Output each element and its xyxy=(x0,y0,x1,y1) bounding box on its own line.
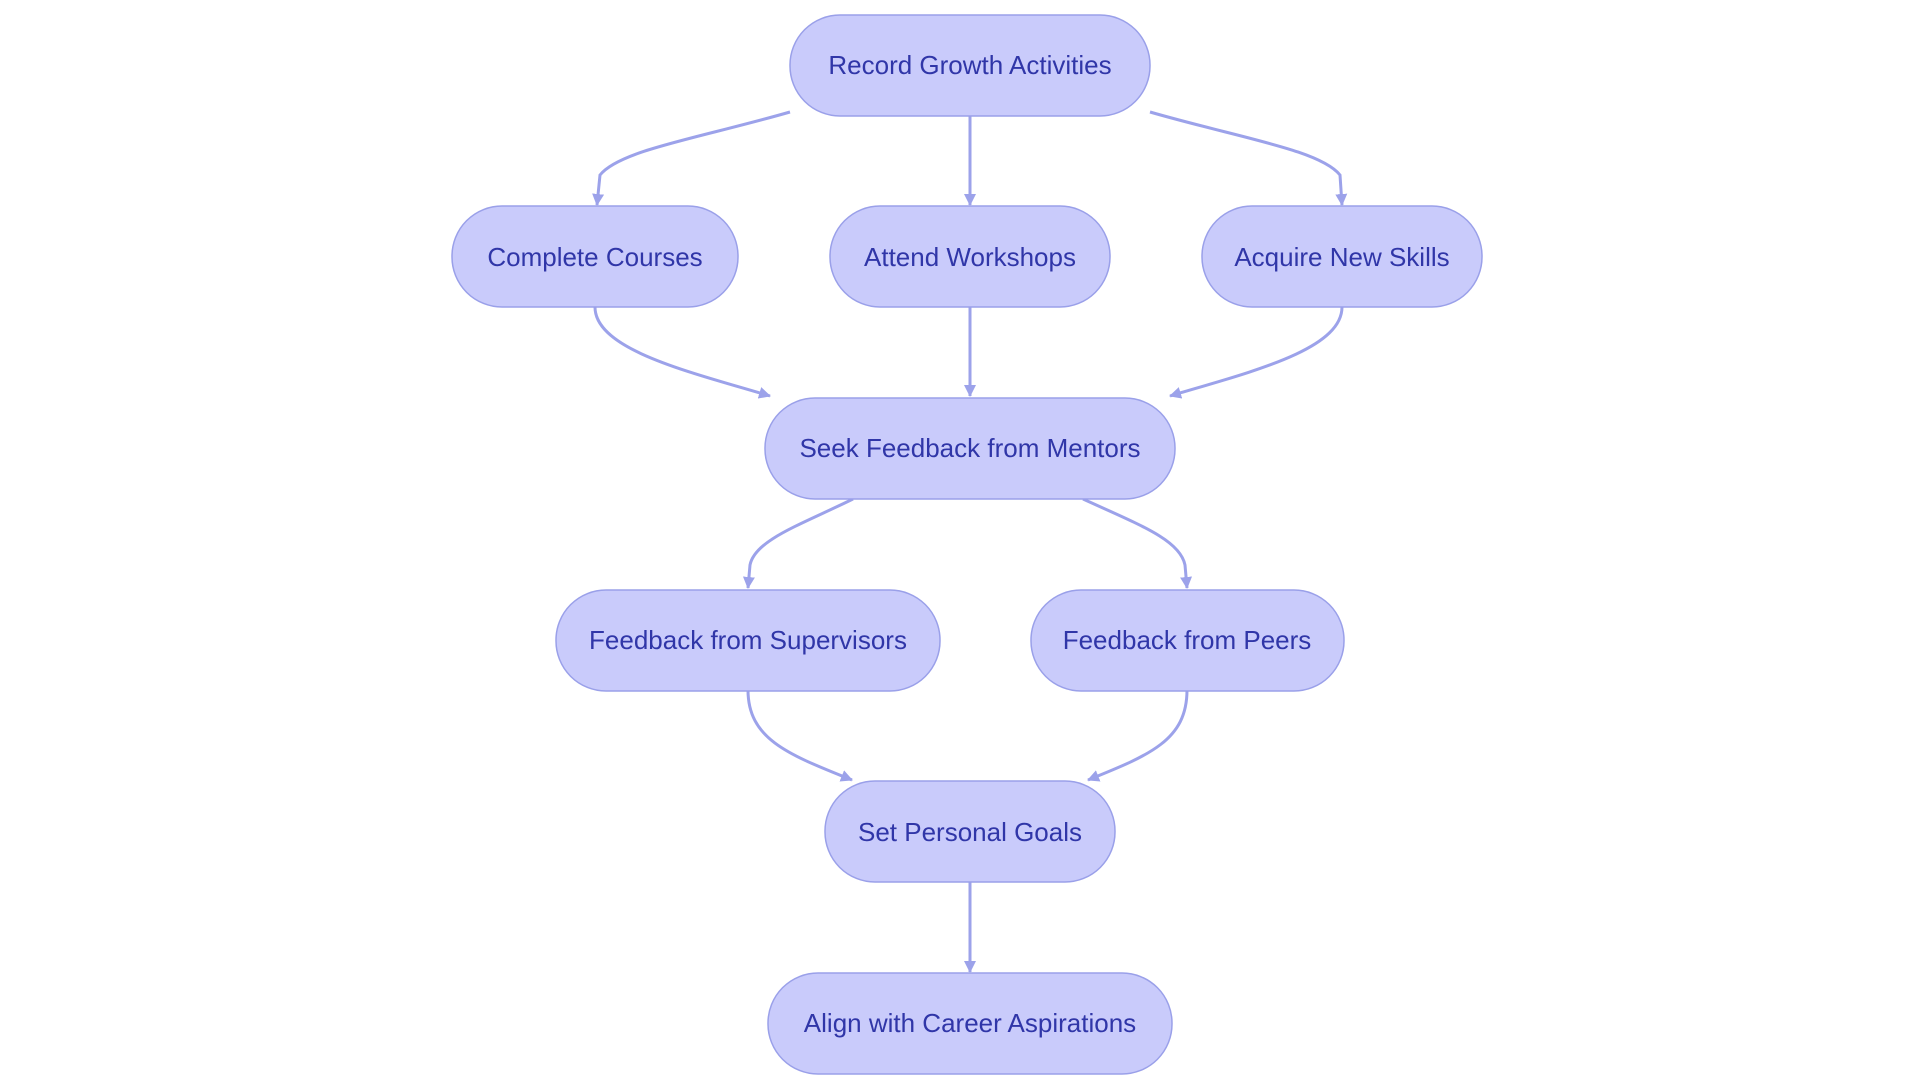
node-attend-workshops: Attend Workshops xyxy=(829,205,1111,308)
node-label: Feedback from Peers xyxy=(1063,625,1312,655)
node-label: Complete Courses xyxy=(487,242,702,272)
node-seek-feedback-from-mentors: Seek Feedback from Mentors xyxy=(764,397,1176,500)
edge-mentors-to-peers xyxy=(1082,497,1193,589)
edge-record-to-courses xyxy=(592,110,791,206)
edge-supervisors-to-goals xyxy=(746,689,853,782)
node-label: Feedback from Supervisors xyxy=(589,625,907,655)
edge-skills-to-mentors xyxy=(1169,306,1344,399)
node-feedback-from-supervisors: Feedback from Supervisors xyxy=(555,589,941,692)
edge-courses-to-mentors xyxy=(593,306,771,399)
edge-peers-to-goals xyxy=(1087,689,1189,782)
node-label: Align with Career Aspirations xyxy=(804,1008,1136,1038)
node-align-with-career-aspirations: Align with Career Aspirations xyxy=(767,972,1173,1075)
node-complete-courses: Complete Courses xyxy=(451,205,739,308)
node-record-growth-activities: Record Growth Activities xyxy=(789,14,1151,117)
node-label: Seek Feedback from Mentors xyxy=(799,433,1140,463)
edge-mentors-to-supervisors xyxy=(742,497,854,589)
node-label: Record Growth Activities xyxy=(828,50,1111,80)
node-acquire-new-skills: Acquire New Skills xyxy=(1201,205,1483,308)
edge-record-to-skills xyxy=(1149,110,1348,206)
node-label: Attend Workshops xyxy=(864,242,1076,272)
node-label: Set Personal Goals xyxy=(858,817,1082,847)
node-feedback-from-peers: Feedback from Peers xyxy=(1030,589,1345,692)
node-label: Acquire New Skills xyxy=(1234,242,1449,272)
edges xyxy=(592,110,1348,973)
node-set-personal-goals: Set Personal Goals xyxy=(824,780,1116,883)
